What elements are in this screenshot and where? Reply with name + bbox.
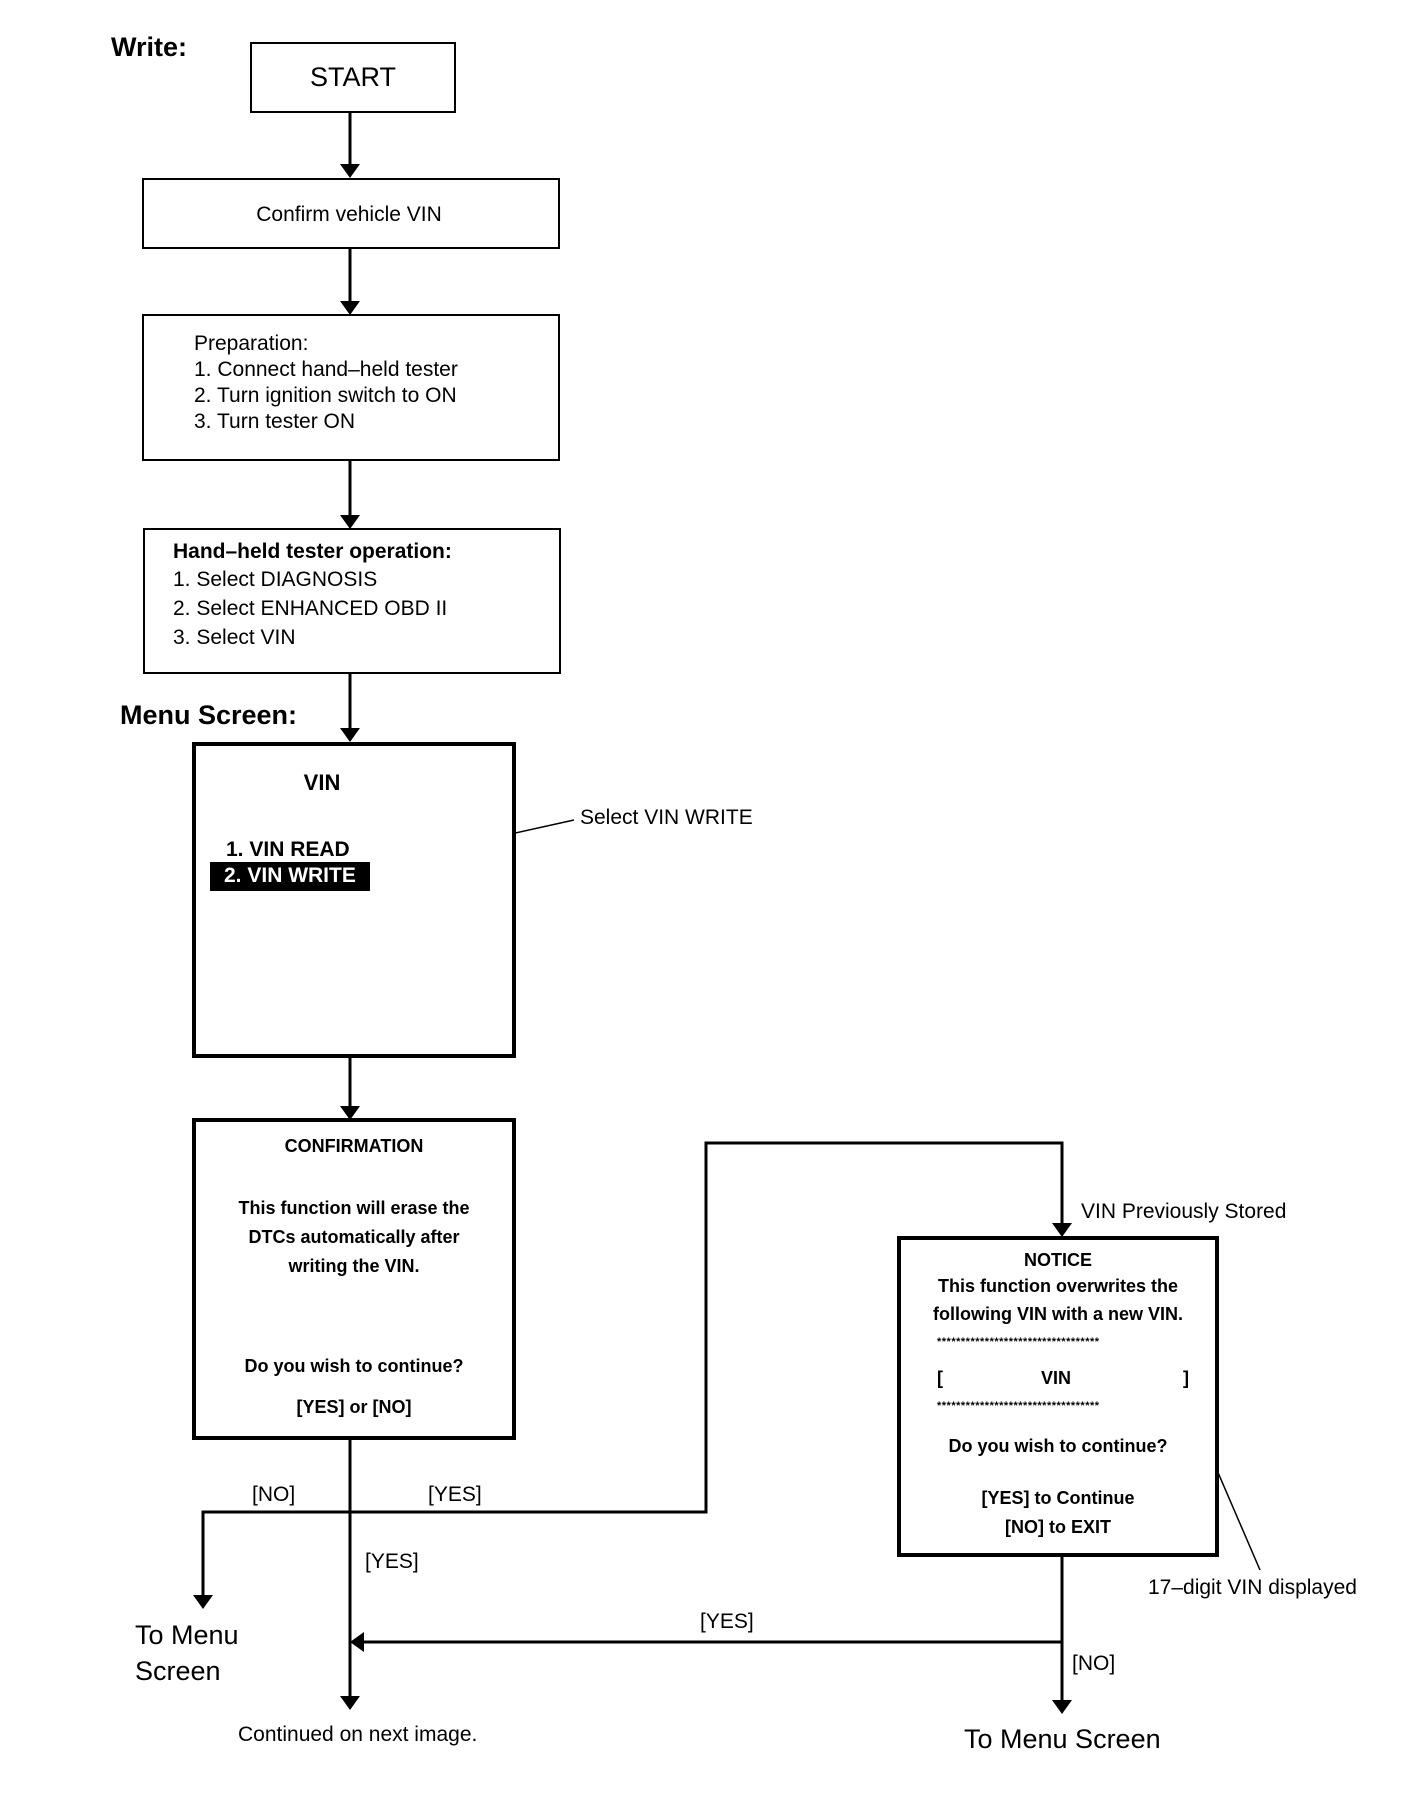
confirmation-screen: CONFIRMATION This function will erase th… — [192, 1118, 516, 1440]
tester-operation-title: Hand–held tester operation: — [173, 540, 452, 563]
write-label: Write: — [111, 32, 188, 62]
confirmation-line-2: DTCs automatically after — [248, 1227, 460, 1247]
preparation-step-3: 3. Turn tester ON — [194, 410, 356, 433]
start-label: START — [309, 62, 396, 92]
yes-branch-label: [YES] — [428, 1483, 482, 1506]
preparation-step-1: 1. Connect hand–held tester — [194, 358, 458, 381]
arrow-yes-to-notice — [350, 1141, 1072, 1514]
digit-vin-displayed-label: 17–digit VIN displayed — [1148, 1576, 1357, 1599]
yes-down-label: [YES] — [365, 1550, 419, 1573]
notice-line-2: following VIN with a new VIN. — [932, 1304, 1183, 1324]
menu-screen-label: Menu Screen: — [120, 700, 298, 730]
to-menu-screen-left-1: To Menu — [135, 1620, 239, 1650]
notice-line-1: This function overwrites the — [937, 1276, 1179, 1296]
no-exit-label: [NO] — [1072, 1652, 1116, 1675]
notice-question: Do you wish to continue? — [948, 1436, 1168, 1456]
preparation-title: Preparation: — [194, 332, 309, 355]
notice-stars-bottom: ********************************** — [937, 1400, 1100, 1412]
confirmation-line-1: This function will erase the — [238, 1198, 470, 1218]
preparation-box: Preparation: 1. Connect hand–held tester… — [142, 314, 560, 461]
notice-vin: VIN — [1041, 1368, 1072, 1388]
tester-operation-step-2: 2. Select ENHANCED OBD II — [173, 597, 448, 620]
confirmation-options: [YES] or [NO] — [296, 1397, 412, 1417]
notice-screen: NOTICE This function overwrites the foll… — [897, 1236, 1219, 1557]
tester-operation-step-3: 3. Select VIN — [173, 626, 296, 649]
confirm-vin-box: Confirm vehicle VIN — [142, 178, 560, 249]
vin-menu-title: VIN — [303, 770, 341, 795]
confirmation-line-3: writing the VIN. — [288, 1256, 420, 1276]
confirmation-title: CONFIRMATION — [284, 1136, 424, 1156]
confirmation-question: Do you wish to continue? — [244, 1356, 464, 1376]
start-box: START — [250, 42, 456, 113]
vin-previously-stored-label: VIN Previously Stored — [1081, 1200, 1287, 1223]
vin-write-item[interactable]: 2. VIN WRITE — [210, 862, 370, 891]
yes-return-label: [YES] — [700, 1610, 754, 1633]
continued-next-image: Continued on next image. — [238, 1723, 478, 1746]
confirm-vin-label: Confirm vehicle VIN — [256, 203, 442, 226]
tester-operation-step-1: 1. Select DIAGNOSIS — [173, 568, 378, 591]
select-vin-write-callout: Select VIN WRITE — [580, 806, 753, 829]
no-branch-label: [NO] — [252, 1483, 296, 1506]
notice-bracket-right: ] — [1183, 1368, 1189, 1388]
tester-operation-box: Hand–held tester operation: 1. Select DI… — [143, 528, 561, 674]
notice-stars-top: ********************************** — [937, 1336, 1100, 1348]
notice-bracket-left: [ — [937, 1368, 943, 1388]
notice-no: [NO] to EXIT — [1005, 1517, 1111, 1537]
to-menu-screen-left-2: Screen — [135, 1656, 221, 1686]
vin-read-item[interactable]: 1. VIN READ — [226, 838, 350, 861]
to-menu-screen-right: To Menu Screen — [964, 1724, 1161, 1754]
preparation-step-2: 2. Turn ignition switch to ON — [194, 384, 457, 407]
notice-yes: [YES] to Continue — [981, 1488, 1135, 1508]
arrow-no-to-menu — [193, 1510, 350, 1609]
vin-menu-screen: VIN 1. VIN READ 2. VIN WRITE — [192, 742, 516, 1058]
notice-title: NOTICE — [1023, 1250, 1092, 1270]
